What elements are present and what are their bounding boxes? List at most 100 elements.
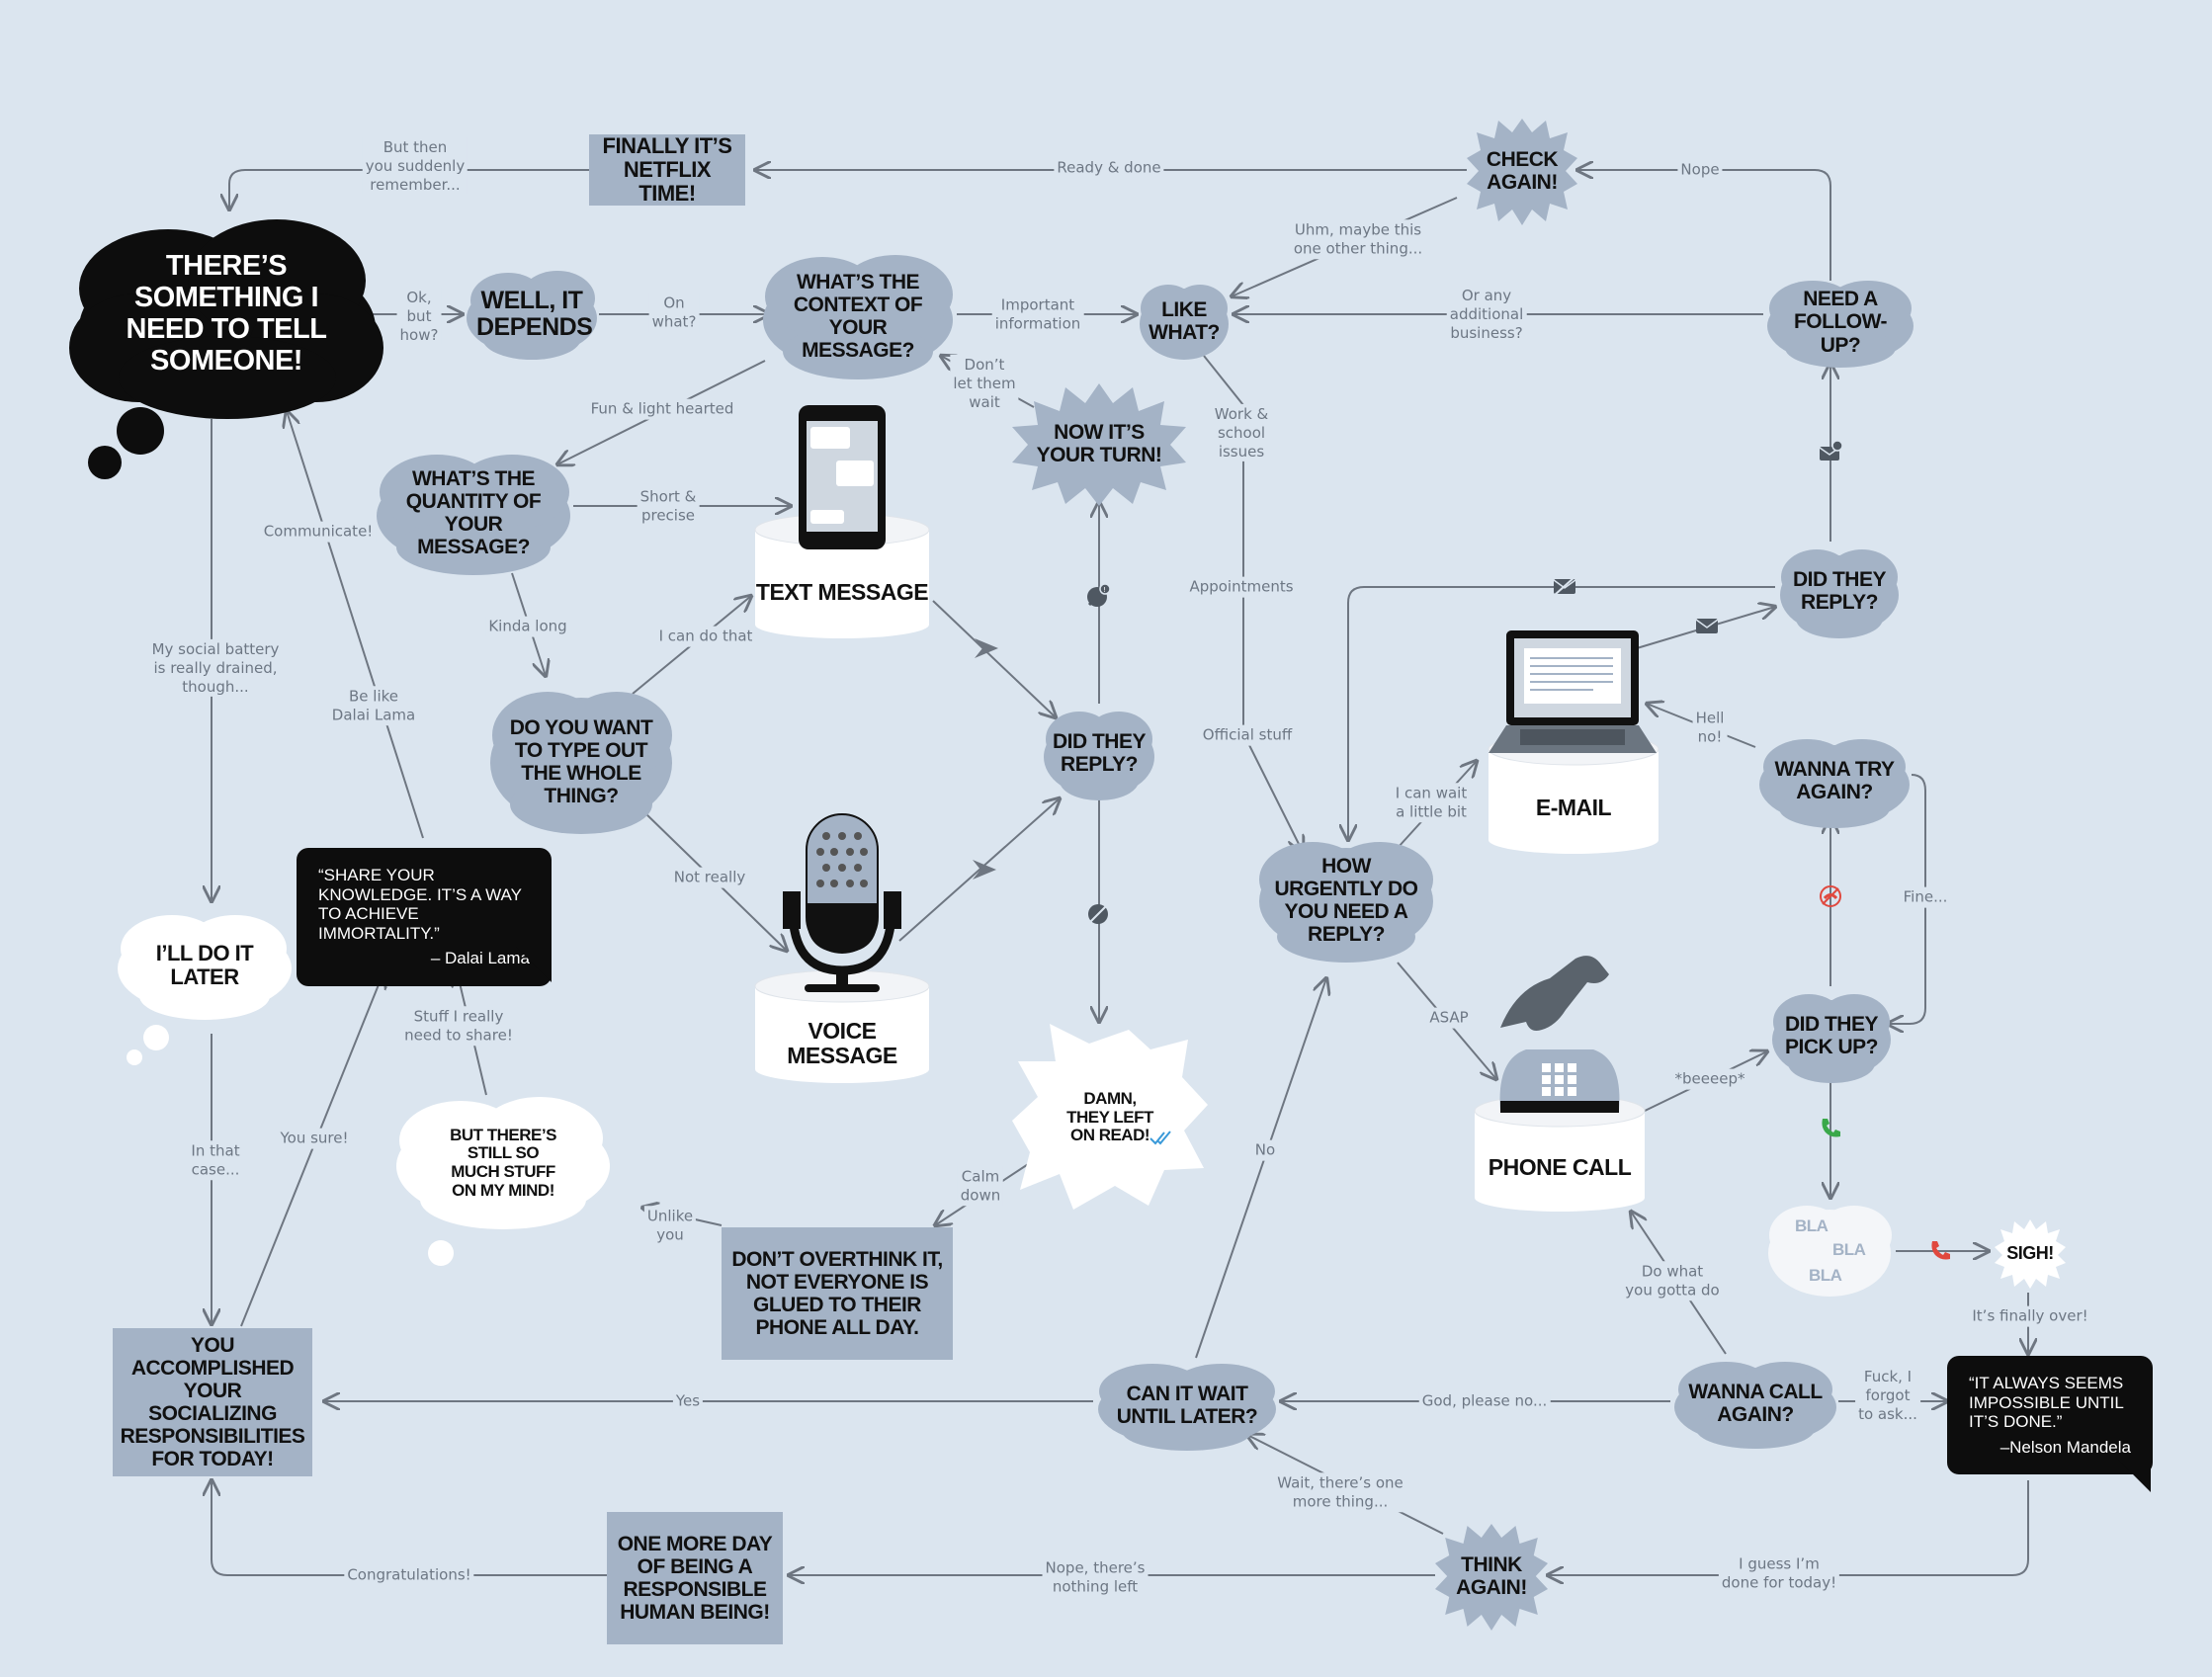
- node-do-it-later: I’LL DO IT LATER: [113, 909, 297, 1022]
- node-netflix: FINALLY IT’S NETFLIX TIME!: [589, 132, 745, 207]
- label-ready-done: Ready & done: [1054, 157, 1164, 179]
- label-stuff-share: Stuff I really need to share!: [401, 1006, 516, 1046]
- quote-dalai-lama: “SHARE YOUR KNOWLEDGE. IT’S A WAY TO ACH…: [297, 848, 552, 986]
- label-you-sure: You sure!: [277, 1128, 352, 1149]
- node-check-again: CHECK AGAIN!: [1467, 117, 1577, 225]
- edge-canwait-urgent: [1195, 978, 1326, 1359]
- quote-mandela-author: –Nelson Mandela: [1999, 1437, 2131, 1457]
- node-need-followup-text: NEED A FOLLOW-UP?: [1793, 288, 1888, 357]
- edge-wannatry-pickup: [1888, 774, 1926, 1024]
- quote-mandela-tail: [2115, 1457, 2151, 1492]
- edge-quote-start: [287, 411, 424, 839]
- node-think-again: THINK AGAIN!: [1435, 1522, 1548, 1631]
- label-uhm-maybe: Uhm, maybe this one other thing...: [1290, 219, 1426, 259]
- node-did-pick-up: DID THEY PICK UP?: [1767, 986, 1896, 1085]
- node-wanna-call-text: WANNA CALL AGAIN?: [1688, 1380, 1823, 1426]
- edge-followup-check: [1577, 170, 1831, 281]
- node-left-on-read: DAMN, THEY LEFT ON READ!: [1010, 1022, 1210, 1214]
- label-i-can-wait: I can wait a little bit: [1392, 783, 1471, 822]
- node-one-more-day: ONE MORE DAY OF BEING A RESPONSIBLE HUMA…: [607, 1512, 783, 1644]
- bla-word-2: BLA: [1832, 1240, 1866, 1259]
- node-email: E-MAIL: [1535, 795, 1612, 821]
- phone-red-icon: [1931, 1241, 1950, 1260]
- edge-likewhat-urgent: [1203, 355, 1303, 852]
- still-stuff-bubbles: [428, 1240, 454, 1266]
- node-context: WHAT’S THE CONTEXT OF YOUR MESSAGE?: [757, 253, 959, 379]
- label-ok-but-how: Ok, but how?: [396, 287, 442, 346]
- label-communicate: Communicate!: [260, 521, 377, 543]
- node-sigh: SIGH!: [1995, 1219, 2066, 1289]
- node-did-pick-up-text: DID THEY PICK UP?: [1784, 1012, 1879, 1058]
- node-think-again-text: THINK AGAIN!: [1456, 1552, 1527, 1599]
- envelope-alert-icon: [1819, 440, 1843, 461]
- label-fine: Fine...: [1900, 886, 1951, 908]
- label-appointments: Appointments: [1186, 576, 1297, 598]
- envelope-muted-icon: [1553, 576, 1576, 596]
- label-unlike-you: Unlike you: [643, 1206, 697, 1245]
- node-sigh-text: SIGH!: [2006, 1243, 2054, 1264]
- node-depends-text: WELL, IT DEPENDS: [476, 286, 593, 341]
- quote-dalai-tail: [516, 947, 552, 982]
- label-guess-done: I guess I’m done for today!: [1718, 1553, 1840, 1593]
- label-fun-light: Fun & light hearted: [587, 398, 737, 420]
- chat-muted-icon: [1088, 904, 1108, 924]
- quote-mandela: “IT ALWAYS SEEMS IMPOSSIBLE UNTIL IT’S D…: [1947, 1356, 2153, 1475]
- label-do-what-gotta: Do what you gotta do: [1622, 1261, 1723, 1300]
- node-did-reply-1: DID THEY REPLY?: [1040, 704, 1158, 802]
- edge-accomplished-quote: [240, 972, 383, 1327]
- node-can-wait-text: CAN IT WAIT UNTIL LATER?: [1116, 1382, 1258, 1428]
- node-still-stuff-text: BUT THERE’S STILL SO MUCH STUFF ON MY MI…: [450, 1125, 556, 1200]
- label-nope: Nope: [1677, 159, 1723, 181]
- node-still-stuff: BUT THERE’S STILL SO MUCH STUFF ON MY MI…: [391, 1095, 615, 1231]
- node-now-your-turn-text: NOW IT’S YOUR TURN!: [1036, 420, 1162, 466]
- node-did-reply-1-text: DID THEY REPLY?: [1052, 729, 1147, 776]
- label-be-like-dalai: Be like Dalai Lama: [328, 686, 419, 725]
- node-accomplished-text: YOU ACCOMPLISHED YOUR SOCIALIZING RESPON…: [120, 1333, 305, 1471]
- node-one-more-day-text: ONE MORE DAY OF BEING A RESPONSIBLE HUMA…: [617, 1532, 773, 1625]
- label-hell-no: Hell no!: [1692, 708, 1728, 747]
- node-type-whole-text: DO YOU WANT TO TYPE OUT THE WHOLE THING?: [509, 715, 653, 808]
- chat-alert-icon: !: [1087, 583, 1111, 607]
- label-no: No: [1251, 1139, 1279, 1161]
- node-did-reply-2: DID THEY REPLY?: [1775, 542, 1904, 640]
- node-dont-overthink: DON’T OVERTHINK IT, NOT EVERYONE IS GLUE…: [722, 1227, 953, 1360]
- quote-dalai-text: “SHARE YOUR KNOWLEDGE. IT’S A WAY TO ACH…: [318, 866, 522, 943]
- node-start-text: THERE’S SOMETHING I NEED TO TELL SOMEONE…: [126, 250, 327, 377]
- start-thought-bubbles: [88, 407, 164, 479]
- node-netflix-text: FINALLY IT’S NETFLIX TIME!: [602, 132, 732, 207]
- node-now-your-turn: NOW IT’S YOUR TURN!: [1010, 381, 1188, 506]
- label-yes: Yes: [672, 1390, 704, 1412]
- label-wait-one-more: Wait, there’s one more thing...: [1274, 1472, 1406, 1512]
- node-left-on-read-text: DAMN, THEY LEFT ON READ!: [1066, 1088, 1153, 1145]
- node-type-whole: DO YOU WANT TO TYPE OUT THE WHOLE THING?: [484, 688, 678, 836]
- double-check-icon: [1149, 1131, 1171, 1145]
- label-beeeep: *beeeep*: [1671, 1068, 1748, 1090]
- label-dont-let-wait: Don’t let them wait: [950, 354, 1019, 413]
- label-but-then: But then you suddenly remember...: [362, 136, 468, 196]
- edge-text-reply1: [932, 600, 1056, 717]
- edge-voice-reply1: [898, 798, 1060, 942]
- label-i-can-do-that: I can do that: [655, 626, 756, 647]
- node-do-it-later-text: I’LL DO IT LATER: [155, 940, 254, 989]
- edge-reply2-urgent: [1348, 586, 1775, 840]
- label-in-that-case: In that case...: [188, 1140, 243, 1180]
- node-dont-overthink-text: DON’T OVERTHINK IT, NOT EVERYONE IS GLUE…: [731, 1247, 943, 1340]
- label-calm-down: Calm down: [957, 1166, 1004, 1206]
- node-depends: WELL, IT DEPENDS: [463, 269, 601, 360]
- label-kinda-long: Kinda long: [485, 616, 570, 637]
- label-short-precise: Short & precise: [637, 486, 700, 526]
- label-nope-nothing-left: Nope, there’s nothing left: [1042, 1557, 1149, 1597]
- microphone-icon: [754, 813, 930, 1083]
- node-quantity: WHAT’S THE QUANTITY OF YOUR MESSAGE?: [372, 451, 575, 575]
- node-did-reply-2-text: DID THEY REPLY?: [1792, 567, 1887, 614]
- node-bla: BLA BLA BLA: [1763, 1198, 1896, 1304]
- label-not-really: Not really: [670, 867, 749, 888]
- label-important-info: Important information: [991, 294, 1084, 334]
- laptop-icon: [1488, 630, 1659, 854]
- smartphone-icon: [754, 405, 930, 638]
- edge-netflix-start: [229, 169, 589, 210]
- node-accomplished: YOU ACCOMPLISHED YOUR SOCIALIZING RESPON…: [113, 1328, 312, 1476]
- label-god-please-no: God, please no...: [1418, 1390, 1551, 1412]
- node-text-message: TEXT MESSAGE: [755, 579, 929, 606]
